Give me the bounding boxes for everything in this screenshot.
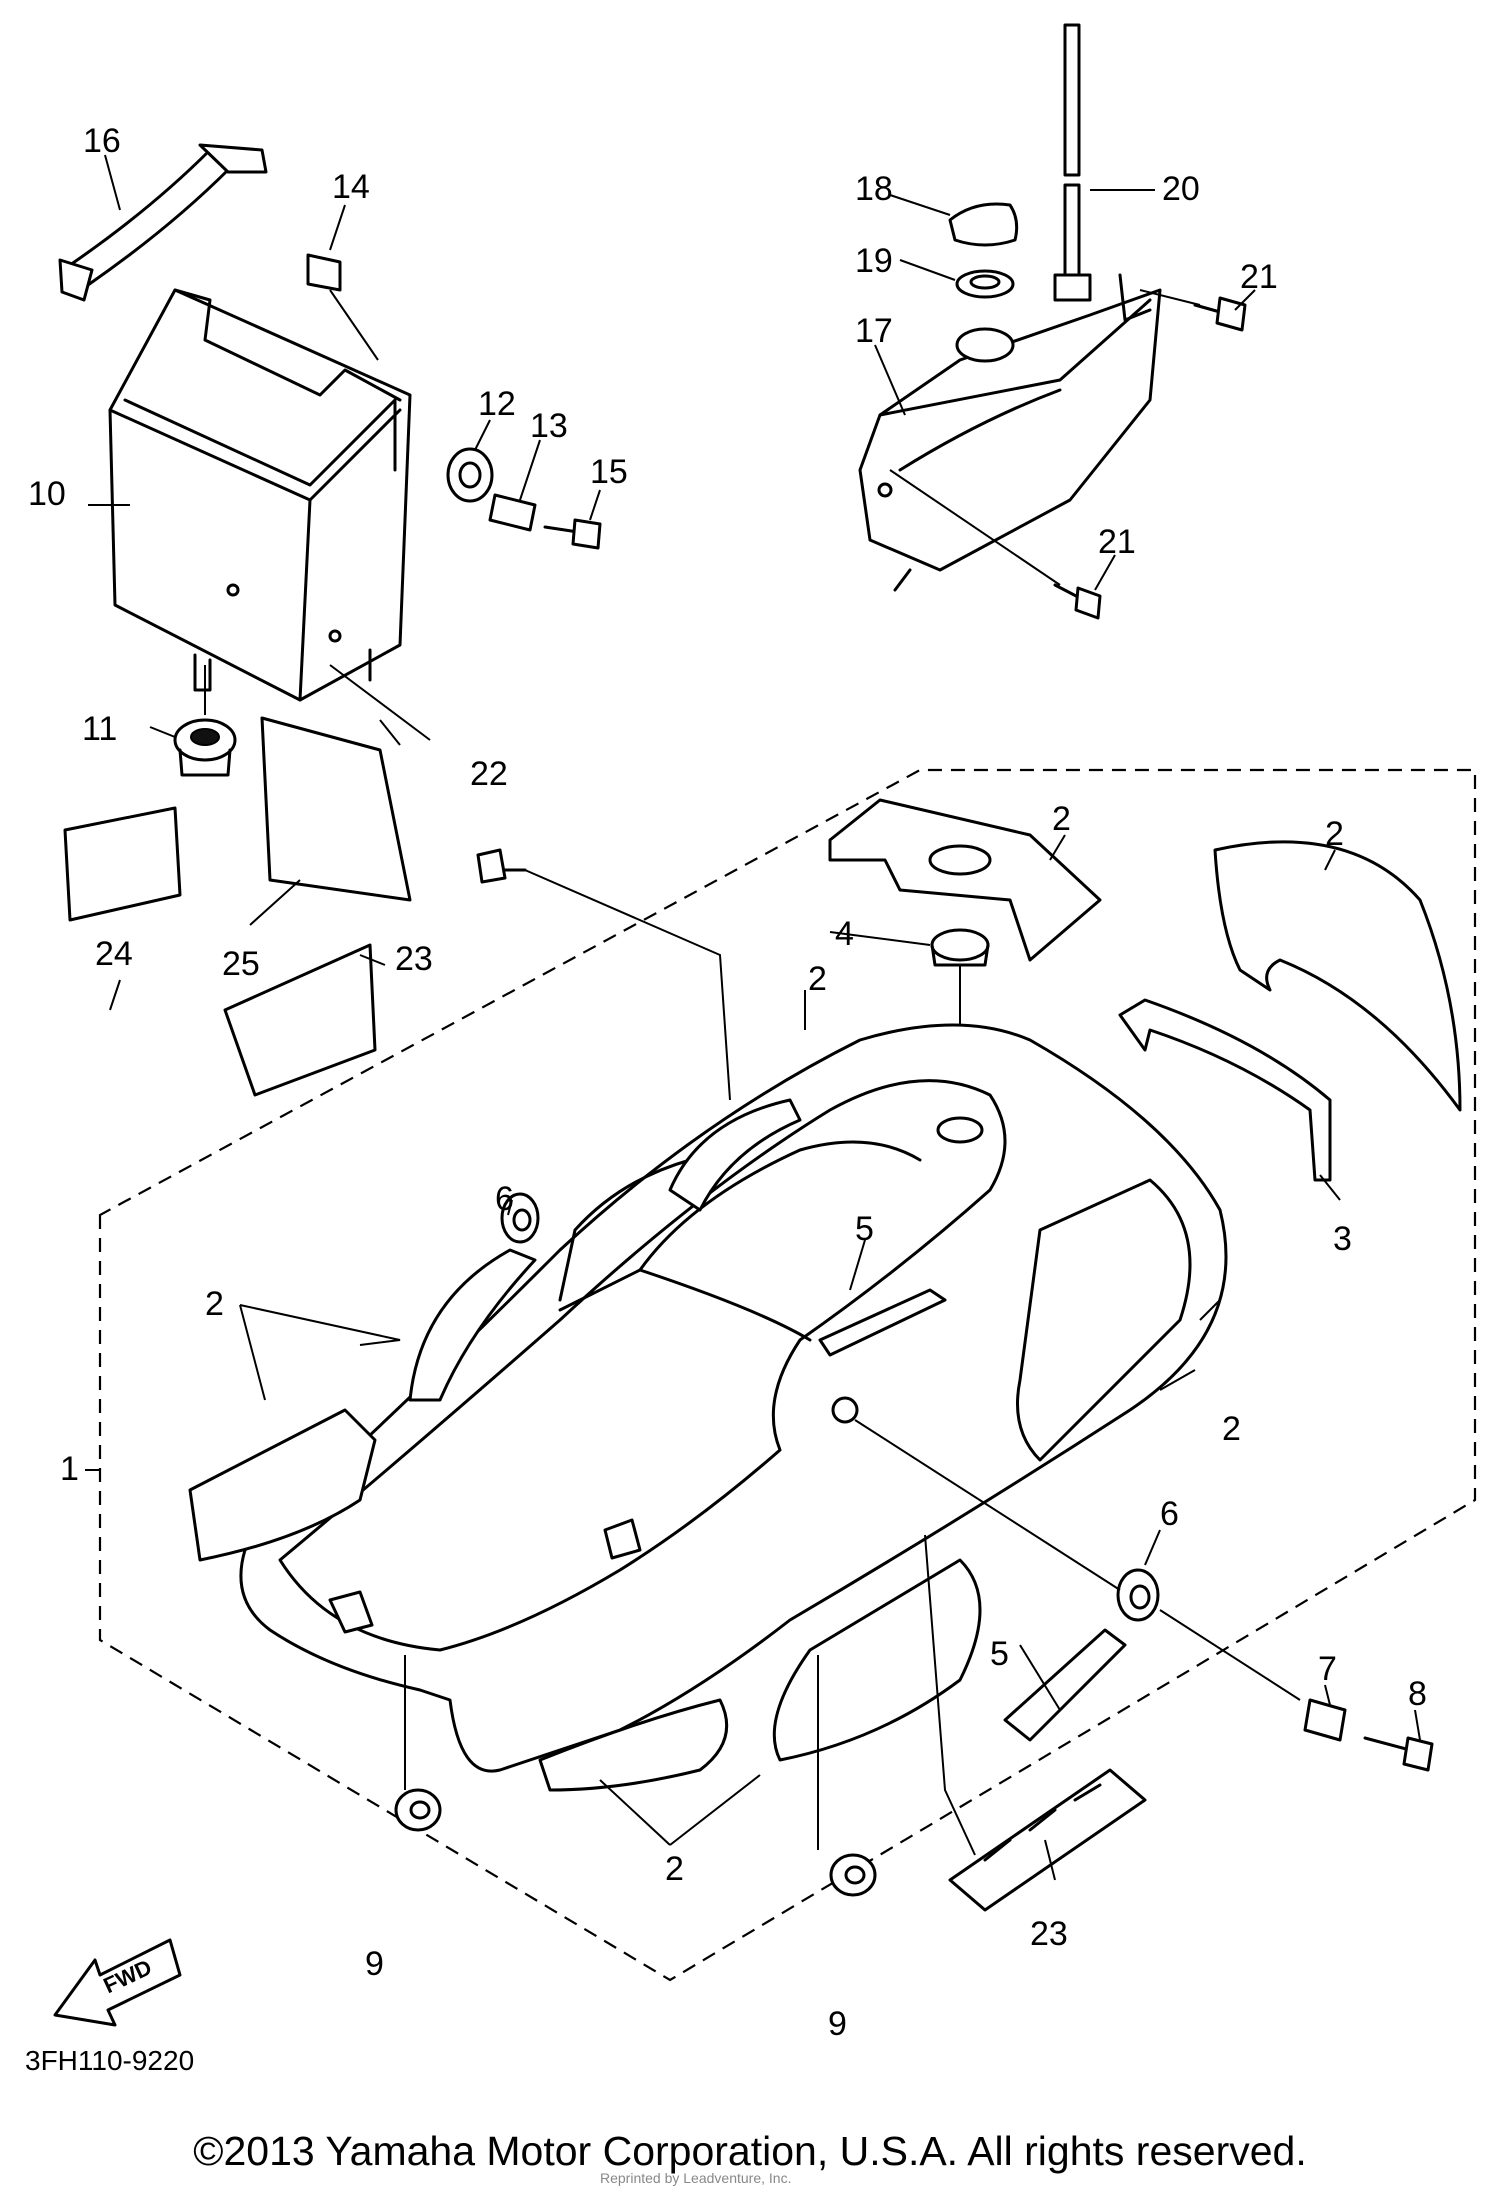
callout-9-right: 9 bbox=[828, 2005, 847, 2043]
callout-14: 14 bbox=[332, 168, 370, 206]
callout-17: 17 bbox=[855, 312, 893, 350]
callout-2-top-center: 2 bbox=[1052, 800, 1071, 838]
cover-2-center-upper bbox=[668, 1098, 802, 1212]
gasket-19 bbox=[955, 269, 1015, 299]
callout-20: 20 bbox=[1162, 170, 1200, 208]
rear-cowl-1 bbox=[239, 1023, 1228, 1792]
callout-7: 7 bbox=[1318, 1650, 1337, 1688]
damper-11 bbox=[173, 665, 237, 777]
collar-13 bbox=[488, 493, 537, 532]
callout-13: 13 bbox=[530, 407, 568, 445]
callout-5-lower: 5 bbox=[990, 1635, 1009, 1673]
bolt-22 bbox=[476, 848, 731, 1101]
label-24 bbox=[63, 806, 182, 922]
bolt-21-lower bbox=[889, 469, 1102, 620]
callout-12: 12 bbox=[478, 385, 516, 423]
damper-6-lower bbox=[854, 1419, 1301, 1701]
grommet-9-right bbox=[817, 1655, 877, 1897]
callout-18: 18 bbox=[855, 170, 893, 208]
strap-16 bbox=[58, 143, 268, 302]
callout-19: 19 bbox=[855, 242, 893, 280]
callout-9-left: 9 bbox=[365, 1945, 384, 1983]
callout-25: 25 bbox=[222, 945, 260, 983]
cover-2-left-upper bbox=[408, 1248, 537, 1402]
callout-2-center: 2 bbox=[808, 960, 827, 998]
cap-18 bbox=[948, 202, 1019, 247]
cover-2-top-center bbox=[828, 798, 1102, 962]
callout-5-upper: 5 bbox=[855, 1210, 874, 1248]
grommet-9-left bbox=[394, 1655, 442, 1832]
emblem-23-lower bbox=[924, 1534, 1147, 1912]
collar-7 bbox=[1303, 1698, 1347, 1742]
copyright-notice: ©2013 Yamaha Motor Corporation, U.S.A. A… bbox=[193, 2128, 1307, 2174]
callout-24: 24 bbox=[95, 935, 133, 973]
callout-2-left: 2 bbox=[205, 1285, 224, 1323]
callout-11: 11 bbox=[82, 710, 117, 748]
callout-2-bottom: 2 bbox=[665, 1850, 684, 1888]
callout-23-upper: 23 bbox=[395, 940, 433, 978]
battery-box-10 bbox=[108, 288, 412, 702]
bolt-8 bbox=[1363, 1736, 1434, 1772]
callout-21-lower: 21 bbox=[1098, 523, 1136, 561]
callout-2-right: 2 bbox=[1222, 1410, 1241, 1448]
drawing-code: 3FH110-9220 bbox=[25, 2045, 194, 2076]
strip-3 bbox=[1118, 998, 1332, 1182]
reprint-notice: Reprinted by Leadventure, Inc. bbox=[600, 2170, 792, 2186]
damper-12 bbox=[446, 447, 494, 503]
callout-8: 8 bbox=[1408, 1675, 1427, 1713]
callout-1: 1 bbox=[60, 1450, 79, 1488]
dipstick-20 bbox=[1053, 23, 1092, 302]
strip-5-lower bbox=[1003, 1628, 1127, 1742]
callout-6-upper: 6 bbox=[495, 1180, 514, 1218]
callout-3: 3 bbox=[1333, 1220, 1352, 1258]
assembly-outline-1 bbox=[98, 768, 1477, 1982]
callout-6-lower: 6 bbox=[1160, 1495, 1179, 1533]
label-23-upper bbox=[223, 943, 377, 1097]
callout-4: 4 bbox=[835, 915, 854, 953]
bracket-14 bbox=[306, 253, 379, 361]
cover-2-left bbox=[188, 1408, 377, 1562]
callout-21-upper: 21 bbox=[1240, 258, 1278, 296]
callout-15: 15 bbox=[590, 453, 628, 491]
plate-25 bbox=[260, 664, 431, 902]
callout-10: 10 bbox=[28, 475, 66, 513]
callout-22: 22 bbox=[470, 755, 508, 793]
callout-16: 16 bbox=[83, 122, 121, 160]
cover-2-top-right bbox=[1213, 840, 1462, 1112]
bolt-15 bbox=[543, 518, 602, 550]
callout-2-top-right: 2 bbox=[1325, 815, 1344, 853]
callout-leaders bbox=[85, 154, 1421, 1881]
strip-5-upper bbox=[818, 1288, 947, 1357]
callout-23-lower: 23 bbox=[1030, 1915, 1068, 1953]
fwd-arrow-icon: FWD bbox=[53, 1938, 182, 2027]
